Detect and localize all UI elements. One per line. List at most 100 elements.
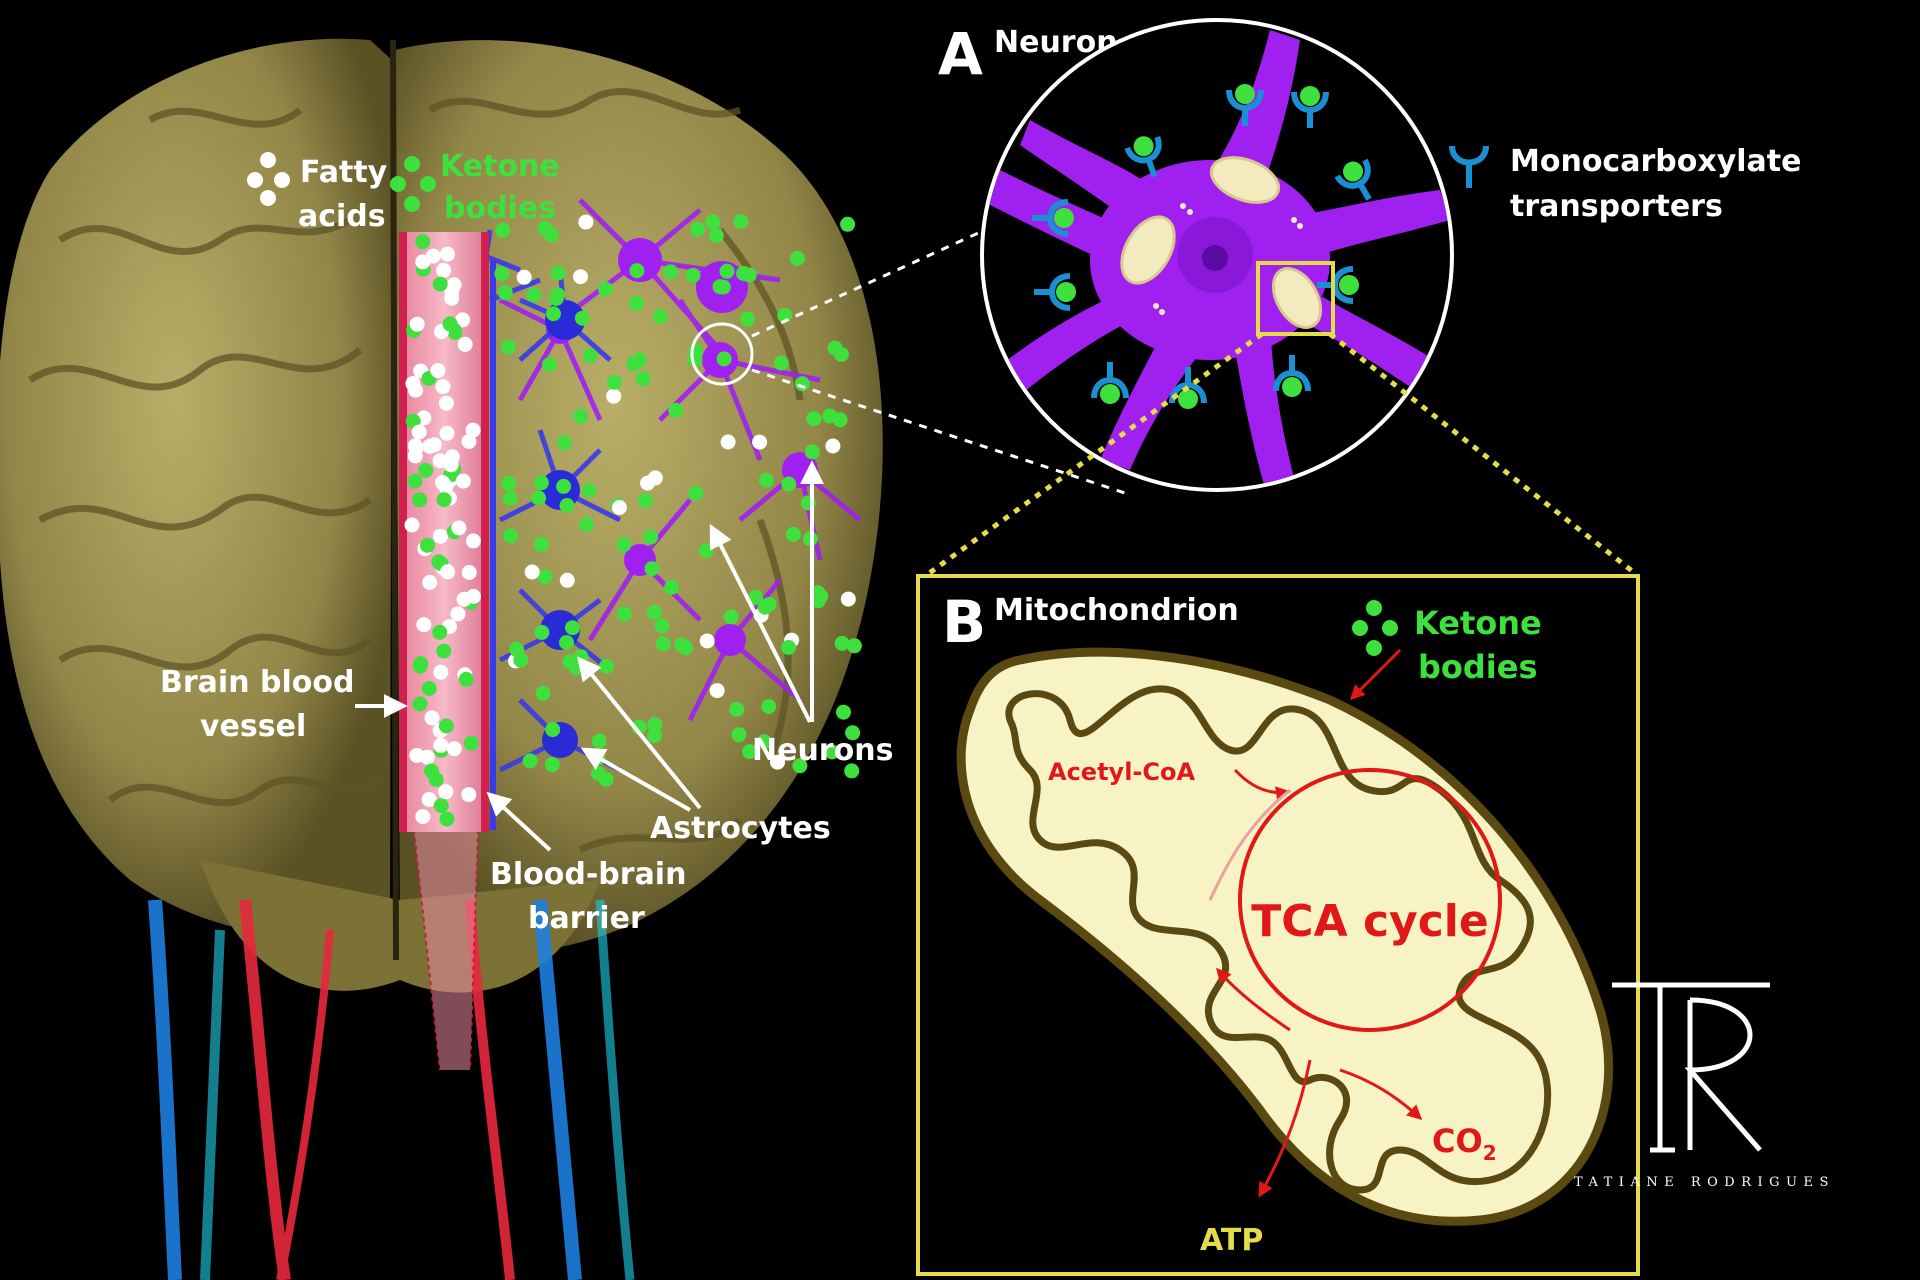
tissue-particle xyxy=(526,287,542,303)
panel-b-title: Mitochondrion xyxy=(994,593,1239,628)
neuron-mitochondria xyxy=(1120,156,1323,329)
tissue-particle xyxy=(647,717,663,733)
fatty-acid-particle xyxy=(412,492,428,508)
tissue-particle xyxy=(716,351,732,367)
ketone-particle xyxy=(439,425,455,441)
tissue-particle xyxy=(739,311,755,327)
ketone-particle xyxy=(421,681,437,696)
neuron-zoom-circle xyxy=(980,18,1454,492)
tissue-particle xyxy=(777,307,793,323)
mito-ketone-label-line2: bodies xyxy=(1418,648,1538,686)
tissue-particle xyxy=(729,701,745,717)
fatty-acid-particle xyxy=(436,262,452,278)
tissue-particle xyxy=(756,734,772,750)
tissue-particle xyxy=(836,704,851,720)
vessel-tail xyxy=(414,830,478,1070)
transporter-label-line2: transporters xyxy=(1510,189,1723,224)
tissue-particle xyxy=(550,265,566,281)
fatty-acid-particle xyxy=(450,606,466,622)
ketone-dot xyxy=(404,156,420,172)
fatty-acid-particle xyxy=(412,696,428,712)
astrocyte-arrow-1 xyxy=(576,656,702,810)
ketone-bodies-legend: Ketone bodies xyxy=(390,149,560,226)
fatty-acid-particle xyxy=(411,424,427,440)
tissue-particle xyxy=(709,683,725,699)
transporter-legend: Monocarboxylate transporters xyxy=(1449,144,1801,224)
astrocyte-arrow-2 xyxy=(580,747,691,812)
tissue-particle xyxy=(501,475,517,491)
monocarboxylate-transporter xyxy=(1034,273,1076,311)
fatty-acid-particle xyxy=(444,290,460,306)
ketone-dot xyxy=(1366,640,1382,656)
ketone-particle xyxy=(433,664,449,680)
ketone-particle xyxy=(444,449,460,465)
tissue-particle xyxy=(685,268,701,283)
tissue-particle xyxy=(535,685,551,701)
tissue-particle xyxy=(757,599,773,615)
tissue-particle xyxy=(652,309,668,324)
tissue-particle xyxy=(758,472,774,488)
neuron-nucleolus xyxy=(1202,245,1228,271)
ketone-particle xyxy=(439,811,455,827)
tissue-particle xyxy=(690,221,706,237)
ketone-particle xyxy=(408,382,424,398)
tissue-particle xyxy=(733,214,749,230)
tissue-particle xyxy=(559,572,575,588)
ketone-particle xyxy=(425,248,441,264)
tissue-particle xyxy=(789,250,805,266)
tissue-particle xyxy=(792,758,808,774)
ketone-particle xyxy=(432,528,448,544)
tissue-particle xyxy=(688,485,704,501)
tissue-particle xyxy=(591,766,606,782)
acetyl-coa-label: Acetyl-CoA xyxy=(1048,758,1195,786)
ketone-particle xyxy=(416,617,432,633)
panel-a-header: A Neuron xyxy=(938,20,1118,88)
panel-b-letter: B xyxy=(942,588,986,656)
tissue-particle xyxy=(844,763,860,779)
panel-b-header: B Mitochondrion xyxy=(942,588,1239,656)
tissue-particle xyxy=(752,434,768,450)
fatty-acid-particle xyxy=(440,246,455,262)
tissue-particle xyxy=(494,266,510,282)
tca-cycle: TCA cycle Acetyl-CoA CO2 xyxy=(1048,758,1502,1198)
ketone-particle xyxy=(407,473,423,489)
tissue-particle xyxy=(742,744,758,760)
ketone-particle xyxy=(418,462,434,478)
tissue-particle xyxy=(545,722,561,738)
tissue-particle xyxy=(668,402,684,418)
ketone-dot xyxy=(1382,620,1398,636)
fatty-acid-particle xyxy=(433,737,449,753)
co2-label: CO2 xyxy=(1432,1122,1497,1165)
tissue-particle xyxy=(840,216,856,232)
acetyl-coa-arrow xyxy=(1233,768,1291,802)
tissue-particle xyxy=(516,269,532,285)
ketone-particle xyxy=(432,624,448,640)
fatty-acid-particle xyxy=(430,363,446,379)
tissue-particle xyxy=(572,408,588,424)
fatty-acid-particle xyxy=(461,565,477,580)
tissue-particle xyxy=(794,376,810,392)
monocarboxylate-transporter xyxy=(1273,355,1311,397)
co2-arrow xyxy=(1339,1068,1423,1121)
fatty-acid-particle xyxy=(438,395,454,411)
tissue-particle xyxy=(559,498,575,513)
ketone-bodies-label-line1: Ketone xyxy=(440,149,560,184)
tissue-particle xyxy=(626,356,642,372)
fatty-acid-particle xyxy=(433,798,449,814)
tissue-particle xyxy=(559,635,574,650)
tissue-particle xyxy=(582,348,598,364)
blood-vessel-label-line2: vessel xyxy=(200,709,306,744)
mitochondrion-1 xyxy=(1209,156,1281,204)
tissue-particle xyxy=(834,635,850,651)
ketone-particle xyxy=(422,575,438,590)
tissue-particle xyxy=(846,638,862,654)
fatty-acid-dot xyxy=(247,172,263,188)
tissue-particle xyxy=(543,227,559,243)
monocarboxylate-transporter xyxy=(1317,266,1359,304)
tca-cycle-label: TCA cycle xyxy=(1251,896,1488,947)
fatty-acid-particle xyxy=(422,438,438,454)
tissue-particle xyxy=(606,388,622,404)
ketone-particle xyxy=(424,710,440,726)
tissue-particle xyxy=(770,754,785,770)
